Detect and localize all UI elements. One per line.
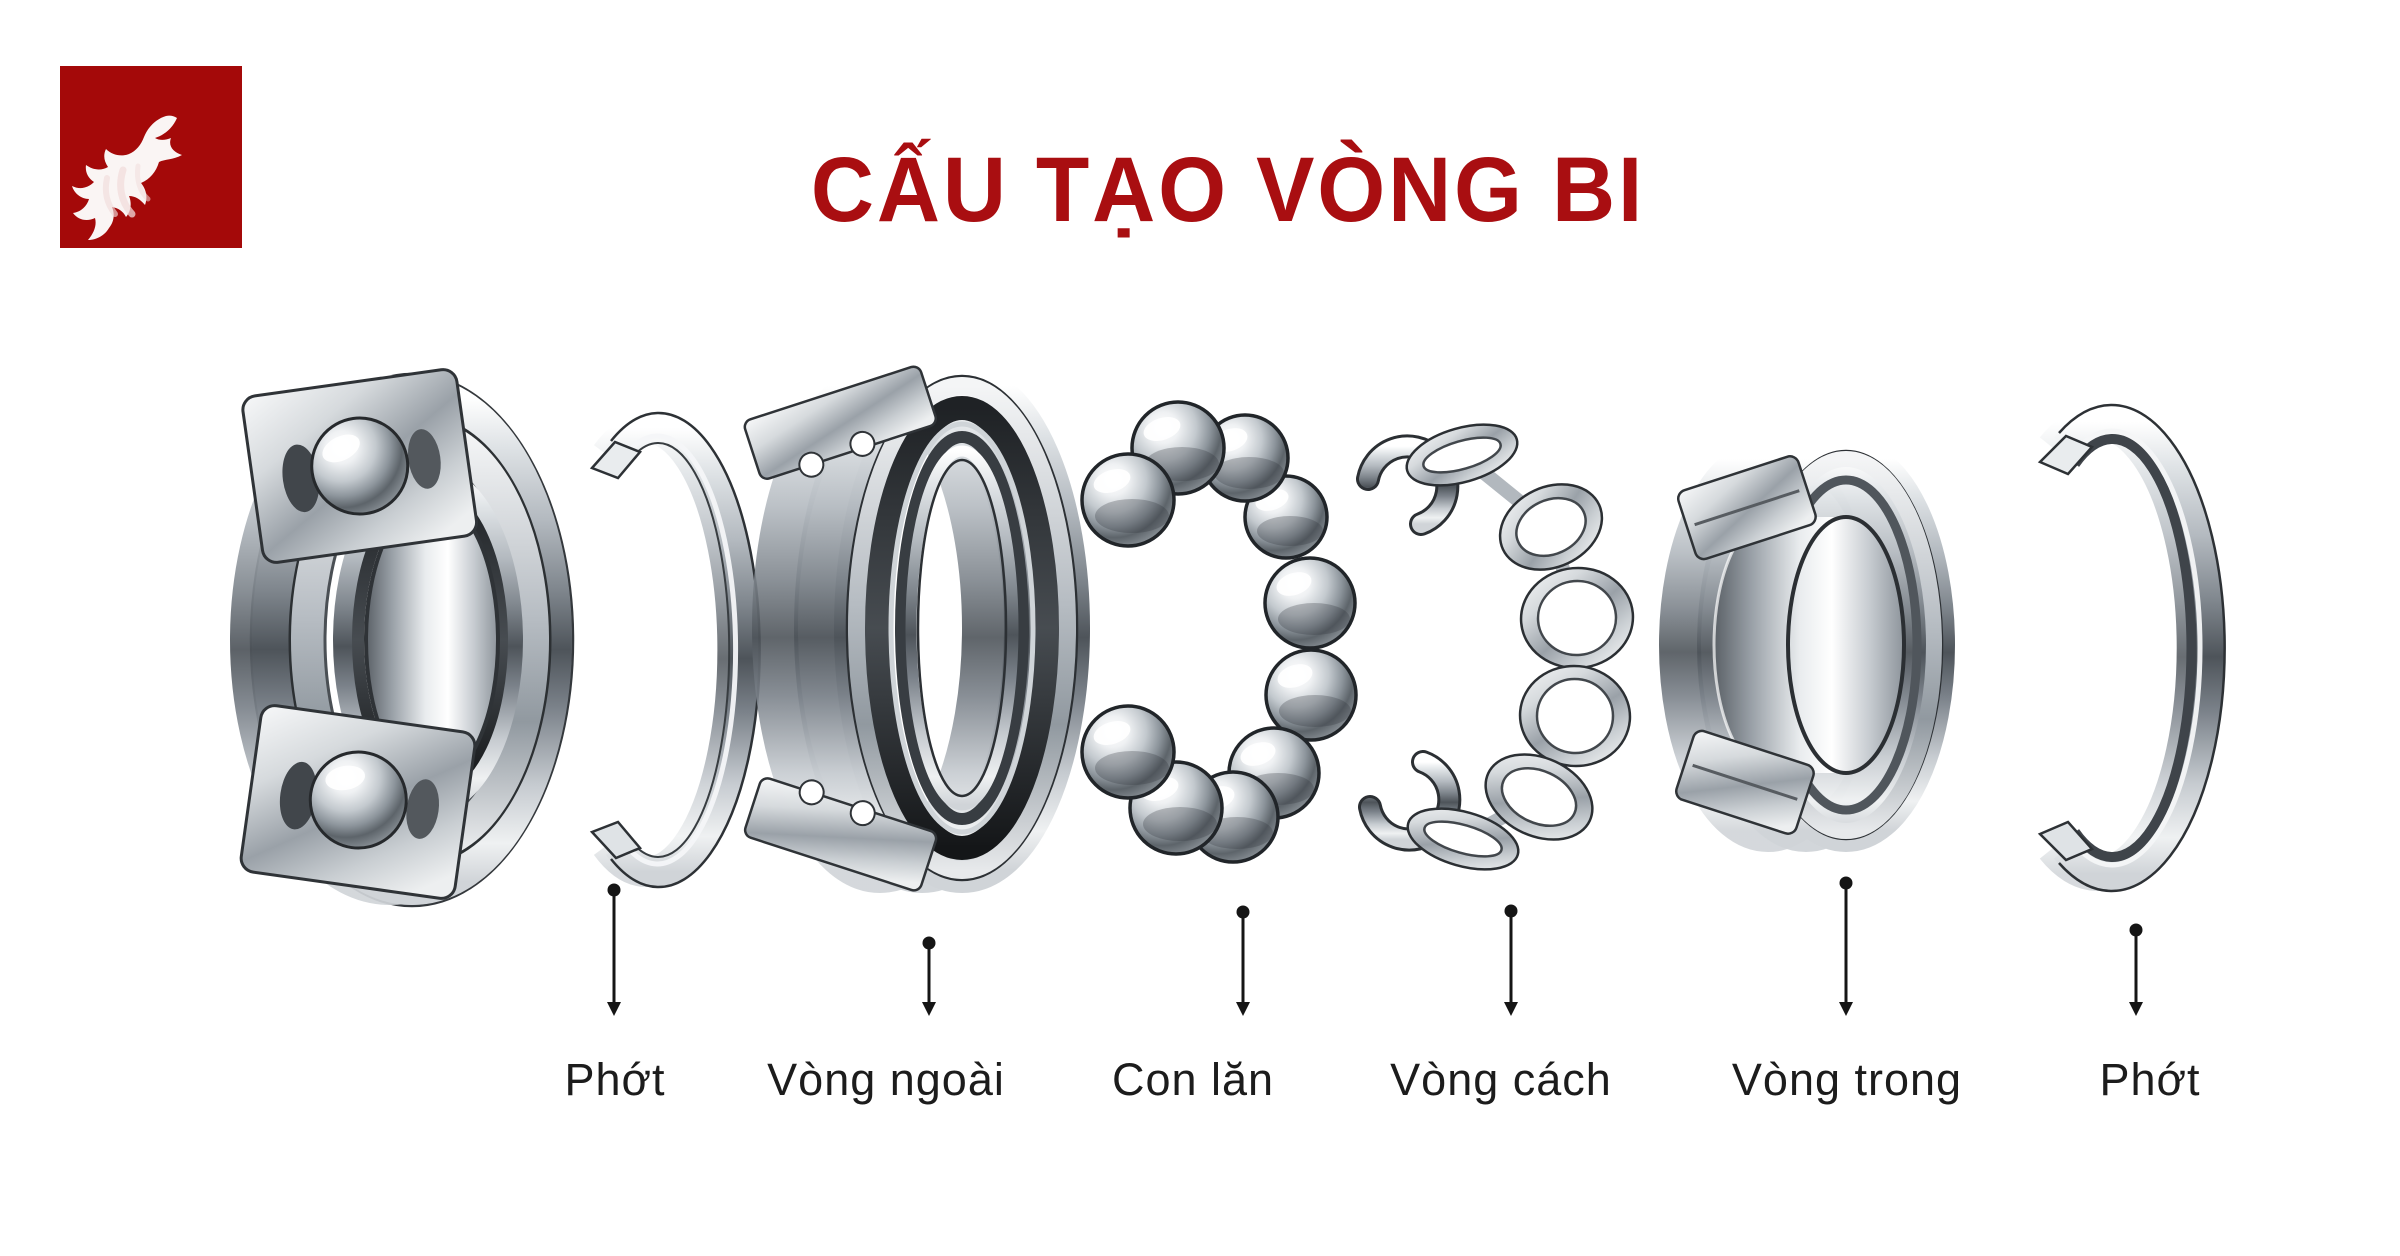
part-label-balls: Con lăn <box>1111 1054 1275 1105</box>
part-label-cage: Vòng cách <box>1390 1054 1612 1105</box>
inner-ring-graphic <box>1659 438 1955 852</box>
bearing-ball <box>1080 452 1176 548</box>
pointer-arrow <box>2129 923 2143 1016</box>
outer-ring-graphic <box>743 363 1090 893</box>
part-label-inner-ring: Vòng trong <box>1731 1054 1963 1105</box>
cage-graphic <box>1356 423 1635 871</box>
part-label-seal-left: Phớt <box>564 1054 666 1105</box>
page-title: CẤU TẠO VÒNG BI <box>810 139 1646 241</box>
seal-right-graphic <box>2037 403 2226 893</box>
pointer-arrow <box>607 883 621 1016</box>
bearing-ball <box>1263 556 1357 650</box>
pointer-arrow <box>1504 904 1518 1016</box>
pointer-arrow <box>922 936 936 1016</box>
wolf-mane-streak <box>117 166 136 218</box>
wolf-head-shape <box>72 115 182 240</box>
assembled-bearing-graphic <box>230 368 575 908</box>
part-label-seal-right: Phớt <box>2099 1054 2201 1105</box>
pointer-arrows <box>607 876 2143 1016</box>
wolf-mane-streak <box>135 163 151 202</box>
bearing-ball <box>1128 760 1224 856</box>
brand-logo <box>60 66 242 248</box>
wolf-mane-streak <box>102 175 118 217</box>
pointer-arrow <box>1839 876 1853 1016</box>
wolf-howling-icon <box>60 66 242 248</box>
bearing-ball <box>1264 648 1358 742</box>
part-label-outer-ring: Vòng ngoài <box>767 1054 1005 1105</box>
bearing-ball <box>1080 704 1176 800</box>
seal-left-graphic <box>589 411 761 889</box>
pointer-arrow <box>1236 905 1250 1016</box>
balls-graphic <box>1080 400 1358 864</box>
